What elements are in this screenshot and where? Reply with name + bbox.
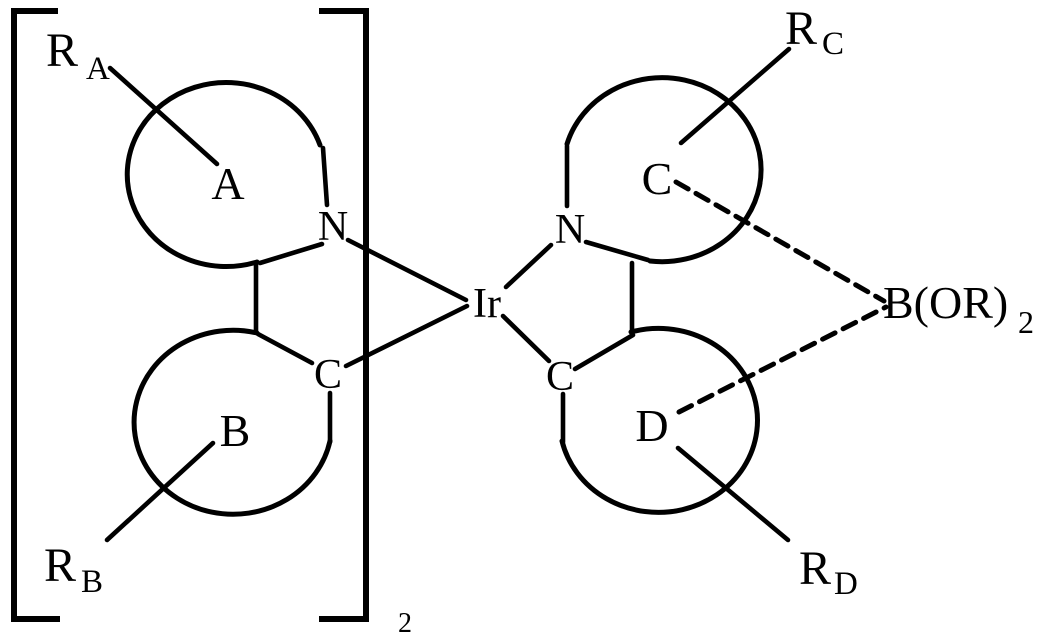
bond-c-left-ir <box>343 303 470 369</box>
rb-substituent-label: R <box>44 539 76 592</box>
ring-b-edge-to-c <box>255 331 315 366</box>
nitrogen-right-label: N <box>555 207 585 253</box>
ring-d-edge-to-c <box>572 332 636 372</box>
left-bracket <box>11 8 60 622</box>
ring-c-circle <box>564 75 764 265</box>
ring-c-label: C <box>642 153 673 204</box>
rb-substituent-subscript: B <box>81 564 103 600</box>
bond-n-ring-c-bottom <box>583 239 651 263</box>
bracket-multiplicity-label: 2 <box>398 608 412 638</box>
rd-substituent-label: R <box>799 542 831 595</box>
bond-ir-c-right <box>500 313 552 364</box>
nitrogen-left-label: N <box>318 204 348 250</box>
ring-b-label: B <box>220 405 251 456</box>
ring-d-label: D <box>635 400 668 451</box>
ring-a-edge-to-n <box>320 145 330 208</box>
ring-b-circle <box>131 327 333 517</box>
boronate-subscript: 2 <box>1018 304 1034 340</box>
rd-substituent-subscript: D <box>834 566 858 602</box>
rc-substituent-subscript: C <box>822 26 844 62</box>
ra-substituent-subscript: A <box>86 51 110 87</box>
dashed-bond-ring-c-boronate <box>673 179 887 304</box>
iridium-label: Ir <box>473 281 501 327</box>
ring-a-label: A <box>211 158 244 209</box>
dashed-bond-ring-d-boronate <box>676 304 889 415</box>
bond-ra-ring-a <box>107 65 220 167</box>
bond-rb-ring-b <box>104 440 216 543</box>
bond-rc-ring-c <box>678 46 792 146</box>
carbon-right-label: C <box>546 354 574 400</box>
ring-a-circle <box>124 80 323 270</box>
ra-substituent-label: R <box>46 24 78 77</box>
bond-rd-ring-d <box>675 445 791 543</box>
carbon-left-label: C <box>314 352 342 398</box>
bond-n-left-ir <box>345 237 469 303</box>
bond-n-ring-a-bottom <box>257 241 325 266</box>
rc-substituent-label: R <box>785 2 817 55</box>
ring-d-circle <box>559 325 760 515</box>
bond-ir-n-right <box>503 242 554 290</box>
right-bracket <box>319 8 369 622</box>
boronate-label: B(OR) <box>883 277 1008 328</box>
